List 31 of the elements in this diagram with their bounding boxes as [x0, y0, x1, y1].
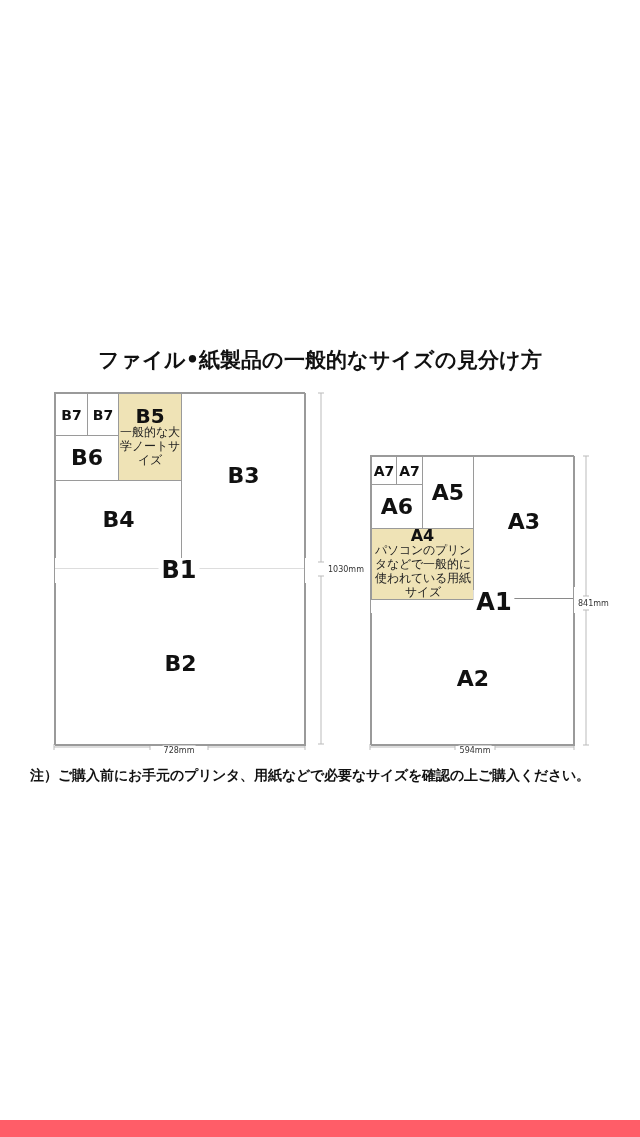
- size-label: A6: [380, 495, 414, 518]
- title: ファイル•紙製品の一般的なサイズの見分け方: [97, 347, 543, 374]
- size-label: A5: [431, 481, 465, 504]
- paper-size-box: [371, 613, 575, 746]
- dimension-label: 594mm: [458, 745, 492, 755]
- size-label: B4: [102, 508, 135, 531]
- size-label: A4: [410, 528, 435, 545]
- size-label: A2: [456, 668, 490, 690]
- size-label: B7: [92, 407, 114, 422]
- size-label: B2: [164, 653, 197, 675]
- size-label: B3: [227, 465, 260, 487]
- paper-size-box: [181, 393, 306, 558]
- paper-size-box: [118, 393, 182, 481]
- paper-size-box: [370, 455, 574, 745]
- size-label: A3: [507, 511, 541, 533]
- dimension-label: 841mm: [577, 598, 610, 608]
- paper-size-box: [371, 456, 397, 485]
- size-label: B7: [61, 407, 82, 422]
- size-label: B5: [135, 406, 165, 427]
- dimension-label: 728mm: [162, 745, 196, 755]
- note-text: 注）ご購入前にお手元のプリンタ、用紙などで必要なサイズを確認の上ご購入ください。: [30, 767, 590, 785]
- paper-size-box: [473, 456, 575, 587]
- paper-size-box: [54, 392, 305, 745]
- size-label: A7: [399, 463, 420, 478]
- size-note: 一般的な大学ノートサイズ: [119, 426, 181, 468]
- paper-size-box: [55, 393, 88, 436]
- paper-size-box: [55, 583, 306, 746]
- size-label: A7: [373, 463, 395, 478]
- size-label: B6: [70, 447, 104, 469]
- paper-size-box: [371, 528, 474, 600]
- size-note: パソコンのプリンタなどで一般的に使われている用紙サイズ: [373, 544, 472, 600]
